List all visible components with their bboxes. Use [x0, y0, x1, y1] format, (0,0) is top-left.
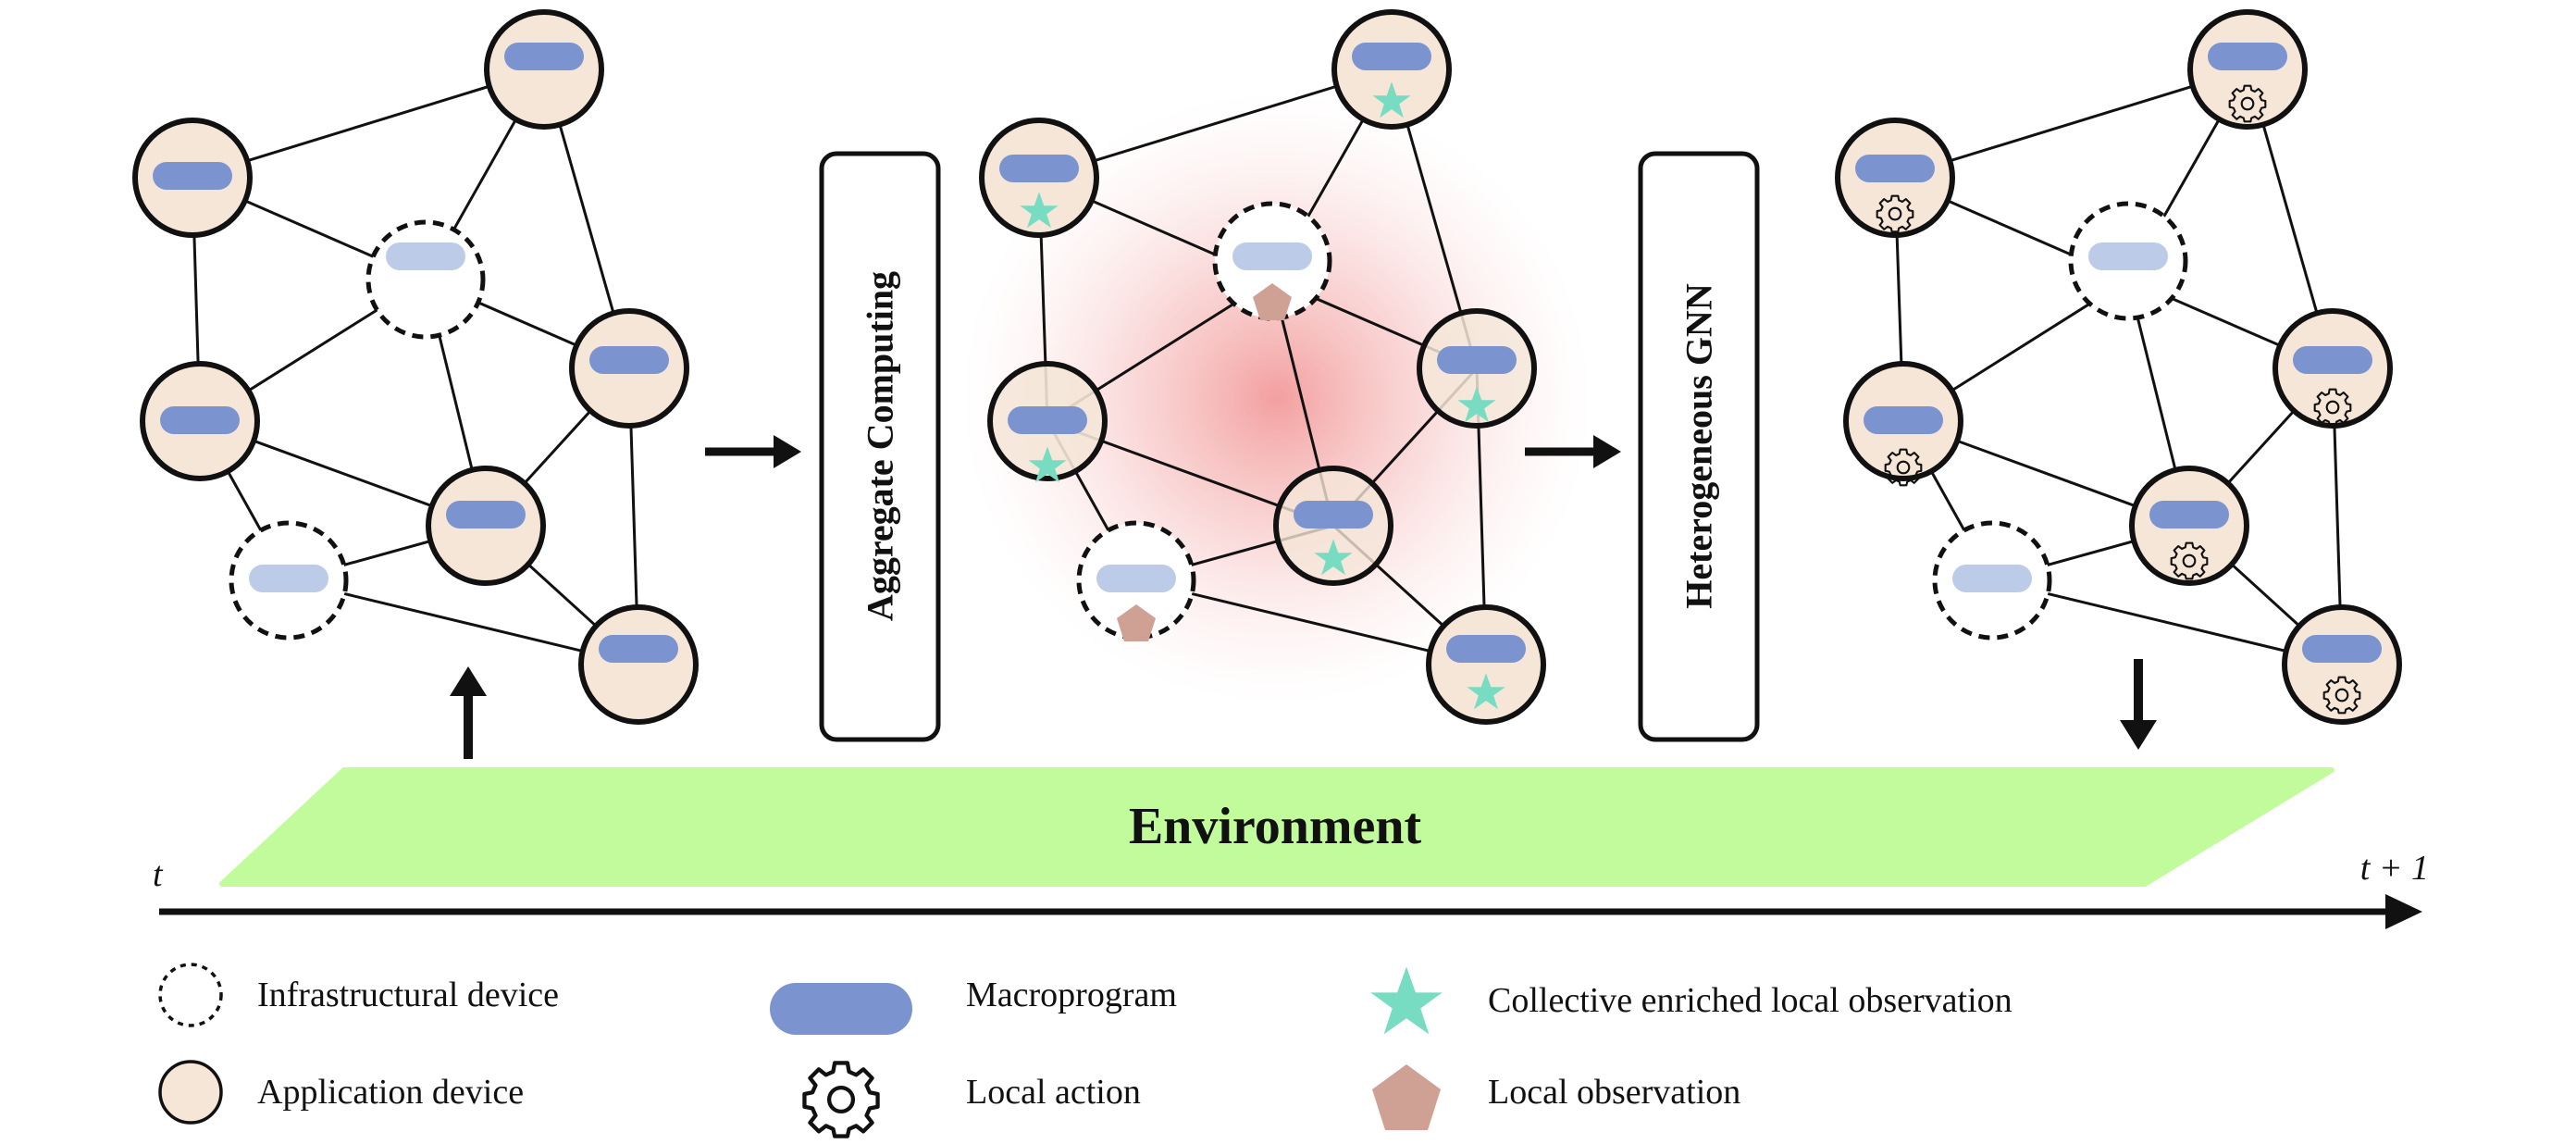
- graph1-nodes: [132, 9, 699, 725]
- timeline-end-label: t + 1: [2360, 849, 2429, 888]
- graph-actions: [1835, 9, 2402, 725]
- legend-macroprogram-icon: [770, 983, 912, 1035]
- graph-initial: [132, 9, 699, 725]
- legend-local-observation-icon: [1372, 1064, 1441, 1130]
- arrow-observe-up: [450, 666, 487, 759]
- legend-infrastructural-icon: [158, 963, 223, 1027]
- legend-infrastructural-label: Infrastructural device: [257, 976, 559, 1014]
- graph3-nodes: [1835, 9, 2402, 725]
- arrow-to-aggregate: [705, 435, 801, 468]
- environment-band: Environment: [219, 767, 2334, 887]
- timeline: t t + 1: [153, 849, 2429, 929]
- legend-macroprogram-label: Macroprogram: [966, 976, 1177, 1014]
- graph-aggregated: [962, 9, 1591, 725]
- environment-label: Environment: [1129, 798, 1422, 855]
- legend-local-observation-label: Local observation: [1488, 1073, 1740, 1112]
- arrow-to-gnn: [1525, 435, 1621, 468]
- aggregate-computing-box: Aggregate Computing: [819, 151, 941, 742]
- aggregate-computing-label: Aggregate Computing: [860, 271, 901, 621]
- heterogeneous-gnn-label: Heterogeneous GNN: [1678, 283, 1720, 609]
- legend-application-label: Application device: [257, 1073, 524, 1112]
- timeline-start-label: t: [153, 855, 164, 894]
- heterogeneous-gnn-box: Heterogeneous GNN: [1638, 151, 1760, 742]
- legend-collective-star-icon: [1370, 966, 1443, 1035]
- legend: Infrastructural device Application devic…: [158, 963, 2012, 1137]
- legend-collective-label: Collective enriched local observation: [1488, 981, 2012, 1020]
- graph2-nodes: [979, 9, 1546, 725]
- arrow-act-down: [2120, 659, 2157, 750]
- legend-local-action-icon: [804, 1063, 877, 1136]
- legend-local-action-label: Local action: [966, 1073, 1141, 1112]
- legend-application-icon: [158, 1060, 223, 1125]
